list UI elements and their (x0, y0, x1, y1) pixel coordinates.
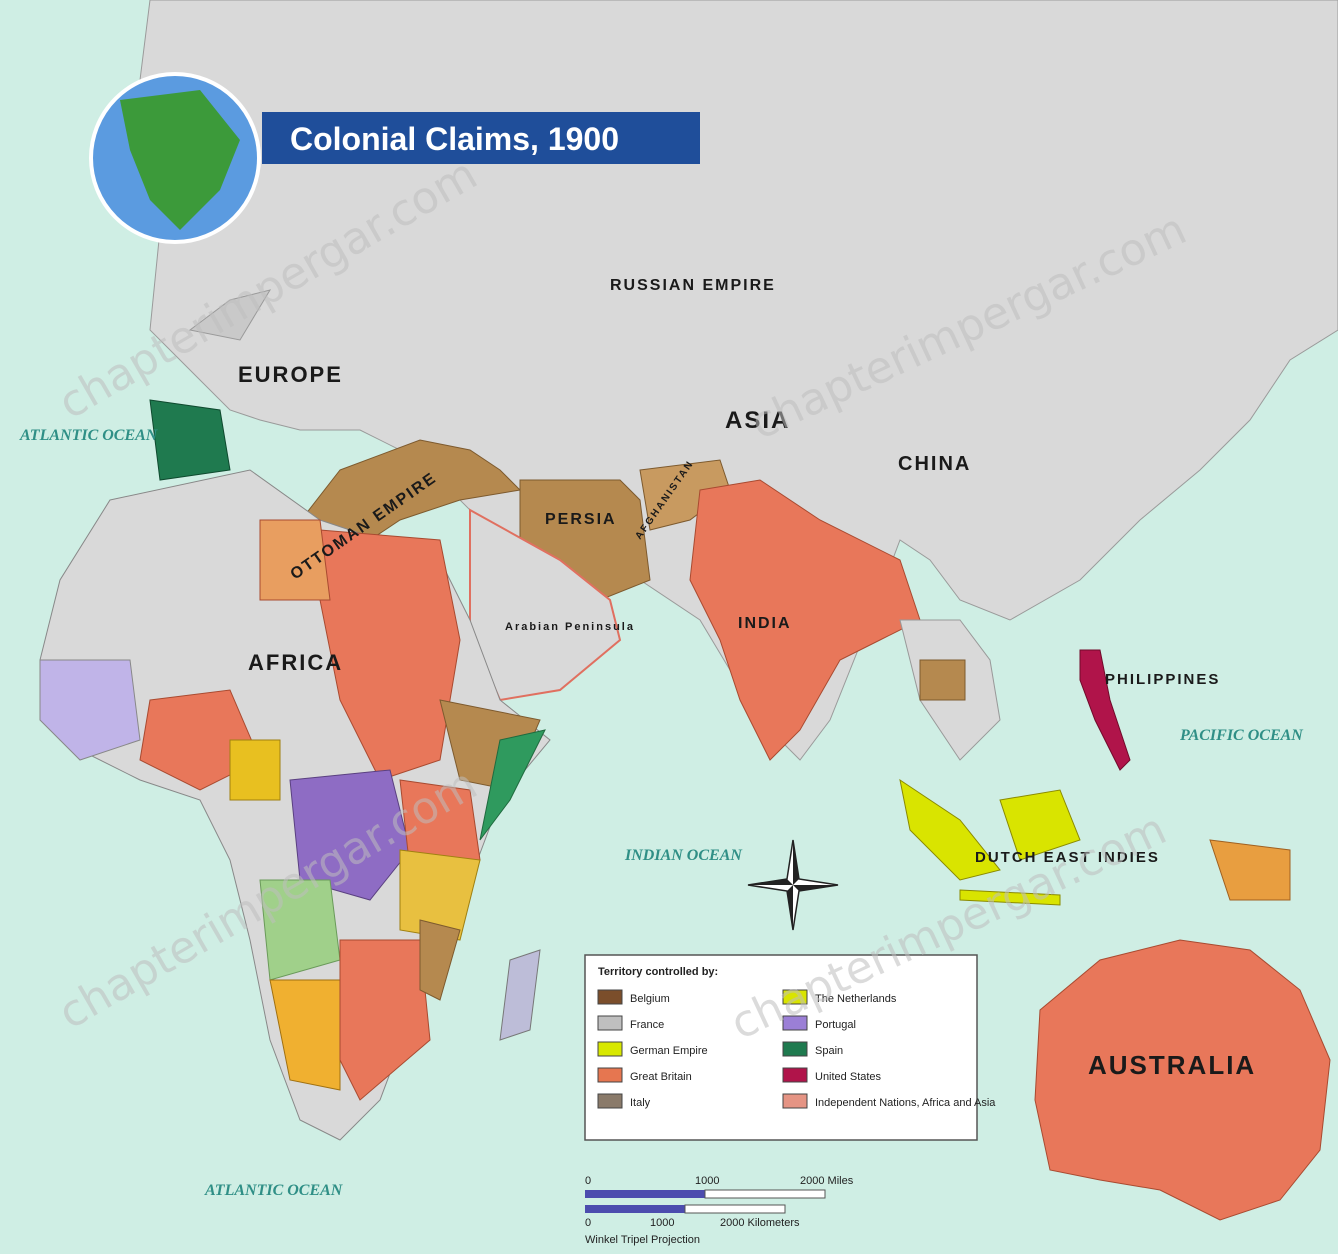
legend-label: United States (815, 1071, 882, 1083)
egypt-sudan (319, 529, 461, 781)
legend-swatch (597, 1093, 623, 1109)
philippines-land (1079, 649, 1131, 771)
legend-label: Spain (815, 1045, 843, 1057)
west-africa-portuguese (39, 659, 141, 761)
german-east-africa (399, 849, 481, 941)
legend-heading: Territory controlled by: (598, 966, 718, 978)
label-philippines: PHILIPPINES (1105, 671, 1220, 688)
scale-km-2000: 2000 Kilometers (720, 1217, 800, 1229)
legend-label: Italy (630, 1097, 651, 1109)
australia-land (1034, 939, 1331, 1221)
scale-km-0: 0 (585, 1217, 591, 1229)
map-projection: Winkel Tripel Projection (585, 1234, 700, 1246)
legend-swatch (597, 1015, 623, 1031)
india (689, 479, 921, 761)
south-africa (339, 939, 431, 1101)
scale-miles-2000: 2000 Miles (800, 1175, 854, 1187)
label-europe: EUROPE (238, 362, 343, 387)
british-isles (188, 289, 272, 341)
legend-label: Great Britain (630, 1071, 692, 1083)
legend-swatch (782, 1093, 808, 1109)
label-india: INDIA (738, 615, 792, 632)
tripoli (259, 519, 331, 601)
label-indian-ocean: INDIAN OCEAN (624, 847, 743, 864)
legend-swatch (782, 1041, 808, 1057)
label-arabian-peninsula: Arabian Peninsula (505, 621, 635, 633)
label-persia: PERSIA (545, 511, 617, 528)
somaliland (479, 729, 546, 841)
new-guinea (1209, 839, 1291, 901)
label-atlantic-ocean-south: ATLANTIC OCEAN (204, 1182, 344, 1199)
scale-km-1000: 1000 (650, 1217, 674, 1229)
globe-icon (89, 72, 261, 244)
label-pacific-ocean: PACIFIC OCEAN (1179, 727, 1304, 744)
legend-label: German Empire (630, 1045, 708, 1057)
siam (919, 659, 966, 701)
java (959, 889, 1061, 906)
congo (289, 769, 411, 901)
scale-miles-1000: 1000 (695, 1175, 719, 1187)
legend-swatch (597, 1041, 623, 1057)
scale-bar: 0 1000 2000 Miles 0 1000 2000 Kilometers… (585, 1175, 854, 1246)
map-title: Colonial Claims, 1900 (290, 121, 619, 157)
cameroon (229, 739, 281, 801)
legend-label: Portugal (815, 1019, 856, 1031)
compass-rose-icon (747, 839, 839, 931)
legend-swatch (597, 989, 623, 1005)
legend-label: The Netherlands (815, 993, 897, 1005)
scale-miles-0: 0 (585, 1175, 591, 1187)
legend-swatch (597, 1067, 623, 1083)
label-africa: AFRICA (248, 650, 343, 675)
label-australia: AUSTRALIA (1088, 1050, 1256, 1080)
legend: Territory controlled by: BelgiumFranceGe… (584, 954, 996, 1141)
sumatra (899, 778, 1001, 881)
label-dutch-east-indies: DUTCH EAST INDIES (975, 849, 1160, 866)
label-atlantic-ocean-north: ATLANTIC OCEAN (19, 427, 159, 444)
label-china: CHINA (898, 453, 971, 475)
german-southwest-africa (269, 979, 341, 1091)
legend-label: France (630, 1019, 664, 1031)
legend-label: Belgium (630, 993, 670, 1005)
madagascar (499, 949, 541, 1041)
legend-swatch (782, 989, 808, 1005)
borneo (999, 789, 1081, 861)
legend-swatch (782, 1015, 808, 1031)
label-russian-empire: RUSSIAN EMPIRE (610, 277, 776, 294)
legend-label: Independent Nations, Africa and Asia (815, 1097, 996, 1109)
spain (149, 399, 231, 481)
mozambique (419, 919, 461, 1001)
label-asia: ASIA (725, 407, 790, 434)
title-bar (262, 112, 700, 164)
legend-swatch (782, 1067, 808, 1083)
